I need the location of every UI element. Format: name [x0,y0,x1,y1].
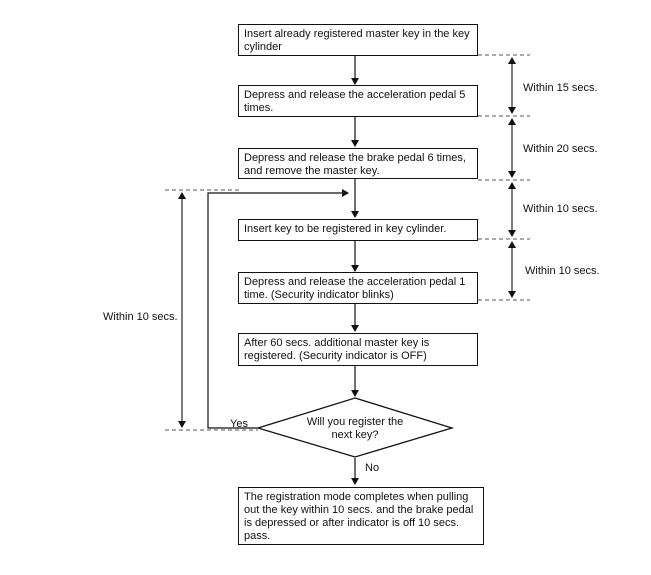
timing-label-10b: Within 10 secs. [525,265,600,277]
decision-diamond [255,397,455,458]
step-insert-master-key: Insert already registered master key in … [238,24,478,56]
timing-label-20: Within 20 secs. [523,143,598,155]
timing-label-15: Within 15 secs. [523,82,598,94]
step-key-registered: After 60 secs. additional master key is … [238,333,478,366]
no-label: No [365,462,380,474]
yes-label: Yes [230,418,248,430]
step-insert-new-key: Insert key to be registered in key cylin… [238,219,478,241]
timing-label-10a: Within 10 secs. [523,203,598,215]
yes-loop-line [207,189,349,429]
loop-guides [165,189,258,431]
timing-guides [478,54,530,301]
final-step-box: The registration mode completes when pul… [238,487,484,545]
step-accel-pedal-5: Depress and release the acceleration ped… [238,85,478,117]
loop-timing-label: Within 10 secs. [103,311,178,323]
step-brake-pedal-6: Depress and release the brake pedal 6 ti… [238,148,478,179]
step-accel-pedal-1: Depress and release the acceleration ped… [238,272,478,304]
decision-text: Will you register the next key? [306,416,404,441]
